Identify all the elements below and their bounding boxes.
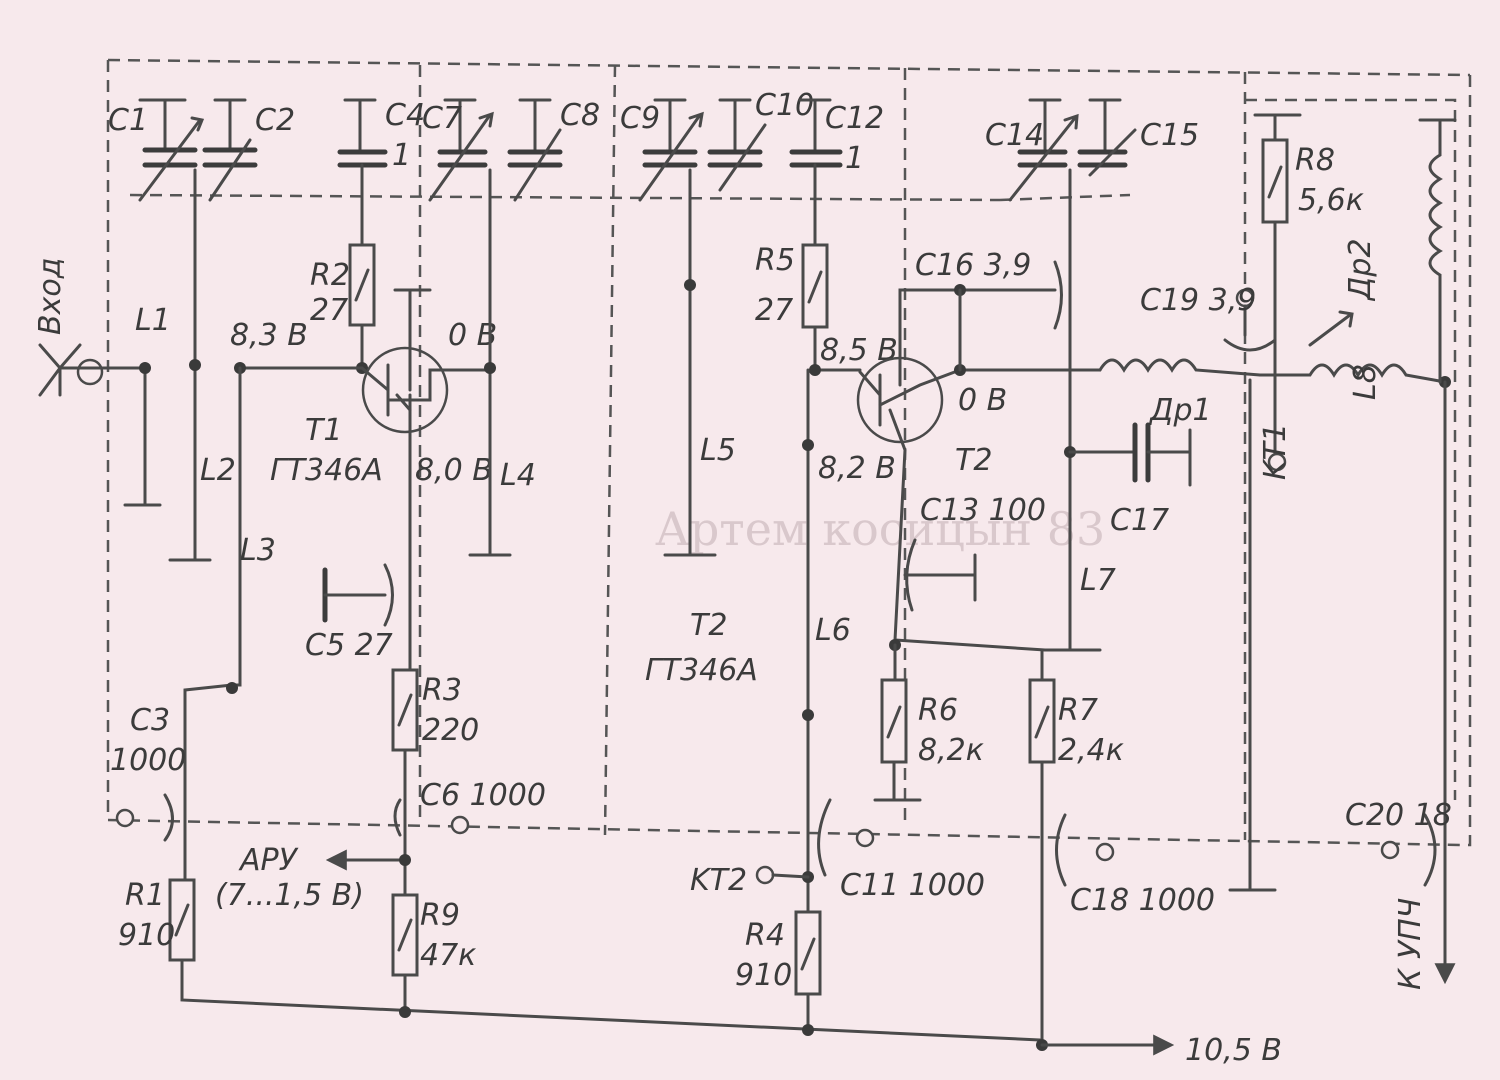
c7-label: C7 bbox=[422, 101, 462, 136]
c16-label: C16 3,9 bbox=[915, 248, 1031, 283]
l5-label: L5 bbox=[700, 433, 736, 468]
shield-outline bbox=[106, 58, 1472, 847]
c12-value: 1 bbox=[845, 141, 864, 176]
c3-value: 1000 bbox=[110, 743, 186, 778]
l1-label: L1 bbox=[135, 303, 171, 338]
r2-value: 27 bbox=[310, 293, 348, 328]
c15-label: C15 bbox=[1140, 118, 1199, 153]
kt1-label: KT1 bbox=[1258, 423, 1293, 480]
c12-capacitor-icon bbox=[789, 98, 843, 247]
aru-range: (7...1,5 В) bbox=[215, 878, 364, 913]
c20-label: C20 18 bbox=[1345, 798, 1452, 833]
t2-mid-label: T2 bbox=[690, 608, 727, 643]
c8-label: C8 bbox=[560, 98, 600, 133]
r4-label: R4 bbox=[745, 918, 785, 953]
c6-label: C6 1000 bbox=[420, 778, 546, 813]
c9-c10-variable-capacitor-icon bbox=[638, 98, 767, 557]
t1-type: ГТ346А bbox=[270, 453, 383, 488]
r1-value: 910 bbox=[118, 918, 175, 953]
r6-value: 8,2к bbox=[918, 733, 984, 768]
r7-label: R7 bbox=[1058, 693, 1098, 728]
c13-label: C13 100 bbox=[920, 493, 1046, 528]
t1-transistor-icon bbox=[360, 288, 492, 442]
l6-label: L6 bbox=[815, 613, 851, 648]
t2-transistor-icon bbox=[856, 288, 1102, 652]
r3-value: 220 bbox=[422, 713, 479, 748]
c10-label: C10 bbox=[755, 88, 814, 123]
t2-top-label: T2 bbox=[955, 443, 992, 478]
r9-label: R9 bbox=[420, 898, 460, 933]
r5-value: 27 bbox=[755, 293, 793, 328]
c2-label: C2 bbox=[255, 103, 295, 138]
input-label: Вход bbox=[33, 258, 68, 335]
t1-label: T1 bbox=[305, 413, 342, 448]
dr1-label: Др1 bbox=[1148, 393, 1212, 428]
watermark: Артем косицын 83 bbox=[655, 502, 1105, 556]
r2-label: R2 bbox=[310, 258, 350, 293]
c19-label: C19 3,9 bbox=[1140, 283, 1256, 318]
r6-label: R6 bbox=[918, 693, 958, 728]
aru-label: АРУ bbox=[238, 843, 299, 878]
c11-label: C11 1000 bbox=[840, 868, 985, 903]
r4-value: 910 bbox=[735, 958, 792, 993]
c14-c15-variable-capacitor-icon bbox=[1008, 98, 1137, 652]
c9-label: C9 bbox=[620, 101, 660, 136]
c1-label: C1 bbox=[108, 103, 148, 138]
t1-emitter-voltage: 8,0 В bbox=[415, 453, 493, 488]
c14-label: C14 bbox=[985, 118, 1044, 153]
c4-capacitor-icon bbox=[337, 98, 388, 247]
r8-label: R8 bbox=[1295, 143, 1335, 178]
c4-label: C4 bbox=[385, 98, 425, 133]
t1-base-voltage: 8,3 В bbox=[230, 318, 308, 353]
c7-c8-variable-capacitor-icon bbox=[428, 98, 563, 557]
c5-label: C5 27 bbox=[305, 628, 393, 663]
k-upch-label: К УПЧ bbox=[1393, 898, 1428, 990]
antenna-input-icon bbox=[38, 343, 147, 397]
c18-label: C18 1000 bbox=[1070, 883, 1215, 918]
c3-label: C3 bbox=[130, 703, 170, 738]
t2-mid-type: ГТ346А bbox=[645, 653, 758, 688]
t2-collector-voltage: 0 В bbox=[958, 383, 1007, 418]
l3-label: L3 bbox=[240, 533, 276, 568]
t2-emitter-voltage: 8,2 В bbox=[818, 451, 896, 486]
l4-label: L4 bbox=[500, 458, 536, 493]
c4-value: 1 bbox=[392, 138, 411, 173]
r3-label: R3 bbox=[422, 673, 462, 708]
r8-value: 5,6к bbox=[1298, 183, 1364, 218]
l2-label: L2 bbox=[200, 453, 236, 488]
c17-label: C17 bbox=[1110, 503, 1169, 538]
l8-label: L8 bbox=[1348, 364, 1383, 400]
r1-label: R1 bbox=[125, 878, 165, 913]
c12-label: C12 bbox=[825, 101, 884, 136]
kt2-label: KT2 bbox=[690, 863, 747, 898]
l7-label: L7 bbox=[1080, 563, 1116, 598]
dr2-label: Др2 bbox=[1343, 238, 1378, 302]
r7-value: 2,4к bbox=[1058, 733, 1124, 768]
t2-base-voltage: 8,5 В bbox=[820, 333, 898, 368]
supply-label: 10,5 В bbox=[1185, 1033, 1282, 1068]
r9-value: 47к bbox=[420, 938, 476, 973]
r5-label: R5 bbox=[755, 243, 795, 278]
